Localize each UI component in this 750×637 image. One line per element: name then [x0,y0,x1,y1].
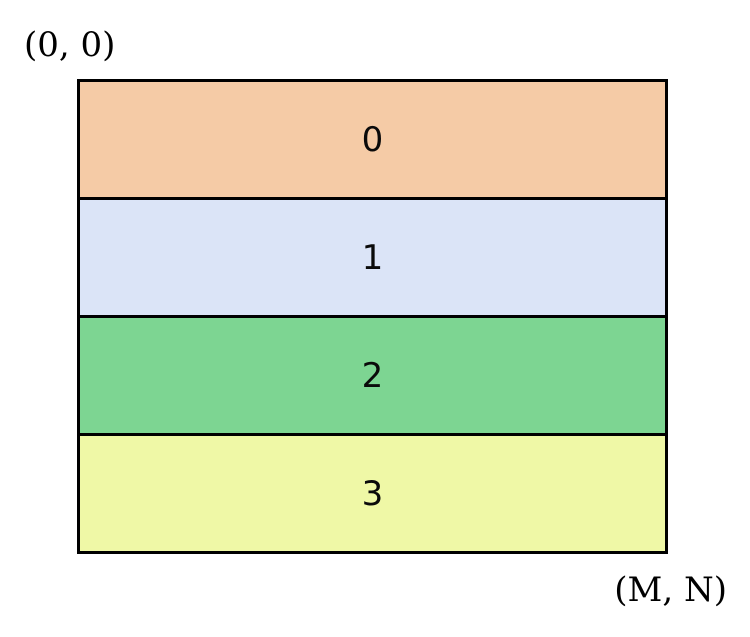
row-band-3-label: 3 [361,473,384,514]
row-band-2: 2 [80,315,665,433]
end-coordinate-label: (M, N) [614,570,727,610]
image-grid-box: 0 1 2 3 [77,79,668,554]
row-band-0-label: 0 [361,119,384,160]
row-band-1: 1 [80,197,665,315]
row-band-2-label: 2 [361,355,384,396]
row-band-3: 3 [80,433,665,551]
row-band-1-label: 1 [361,237,384,278]
origin-coordinate-label: (0, 0) [24,25,116,65]
row-band-0: 0 [80,82,665,197]
